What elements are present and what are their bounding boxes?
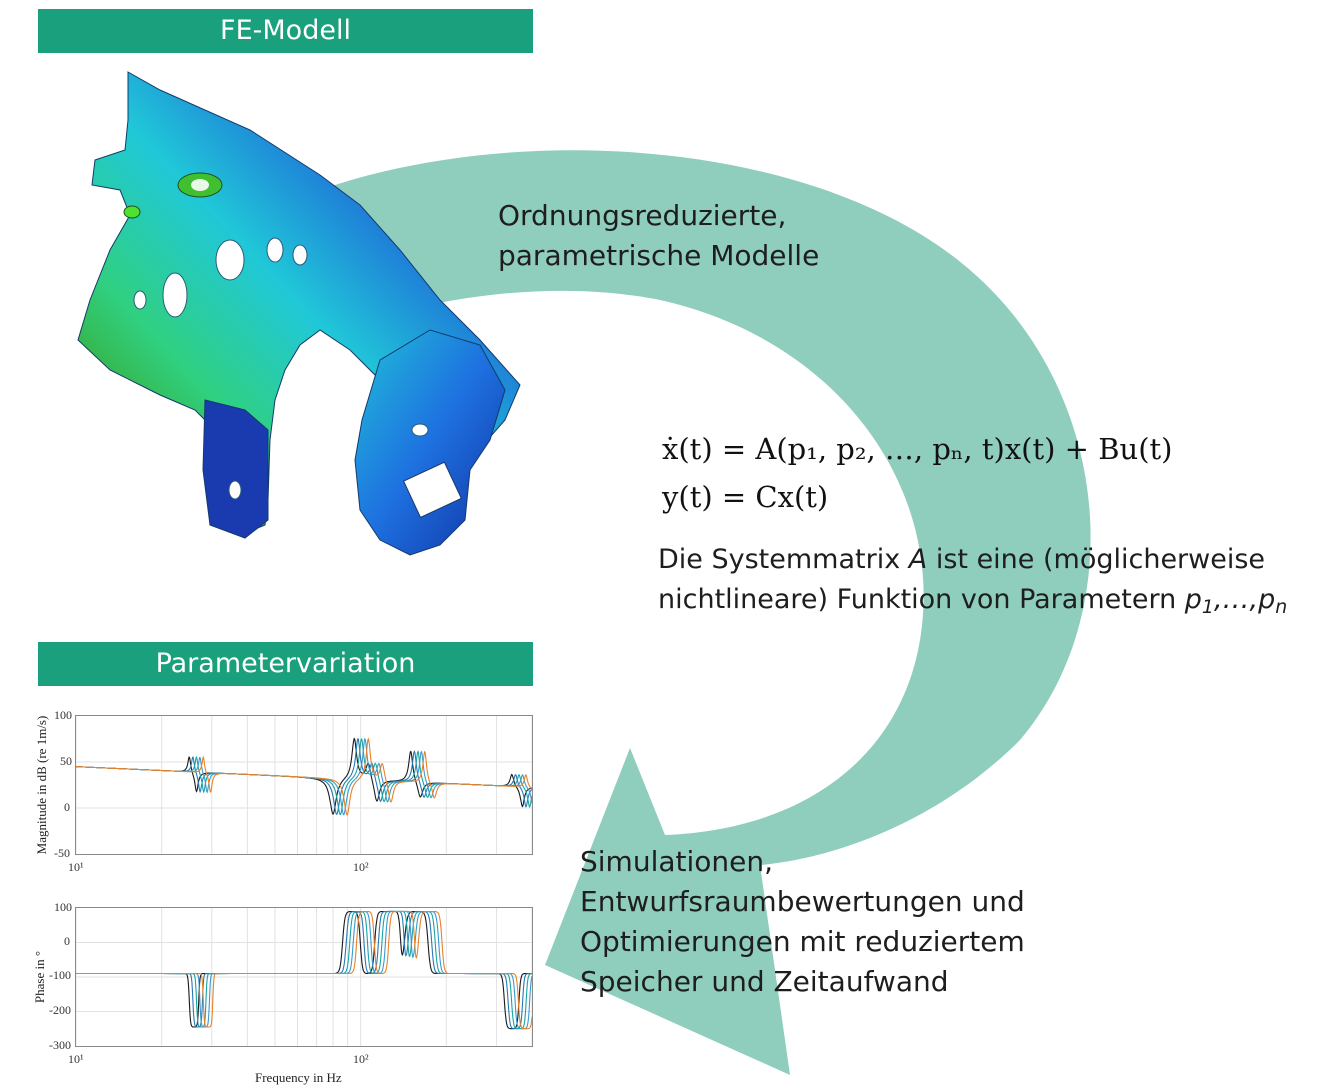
phase-plot-svg xyxy=(75,908,533,1046)
phase-ytick-minus300: -300 xyxy=(49,1038,71,1052)
simulation-label: Simulationen, Entwurfsraumbewertungen un… xyxy=(580,845,1025,998)
series-line-5 xyxy=(76,910,533,1030)
phase-ytick-minus200: -200 xyxy=(49,1003,71,1017)
mag-xtick-100: 10² xyxy=(353,860,369,874)
output-equation: y(t) = Cx(t) xyxy=(662,480,829,514)
phase-ytick-minus100: -100 xyxy=(49,968,71,982)
phase-ytick-100: 100 xyxy=(54,900,72,914)
fe-model-image xyxy=(77,71,521,556)
phase-xtick-10: 10¹ xyxy=(68,1052,84,1066)
phase-ytick-0: 0 xyxy=(64,934,70,948)
phase-xlabel: Frequency in Hz xyxy=(255,1070,342,1085)
series-line-5 xyxy=(76,737,533,817)
mag-ylabel: Magnitude in dB (re 1m/s) xyxy=(34,715,49,855)
phase-plot xyxy=(75,907,533,1047)
mag-ytick-minus50: -50 xyxy=(54,846,70,860)
phase-ylabel: Phase in ° xyxy=(32,950,47,1004)
fe-model-banner: FE-Modell xyxy=(38,9,533,53)
mag-ytick-50: 50 xyxy=(60,754,72,768)
phase-xtick-100: 10² xyxy=(353,1052,369,1066)
magnitude-plot xyxy=(75,715,533,855)
magnitude-plot-svg xyxy=(75,716,533,854)
mag-ytick-0: 0 xyxy=(64,800,70,814)
reduced-models-label: Ordnungsreduzierte, parametrische Modell… xyxy=(498,199,820,272)
parameter-variation-banner: Parametervariation xyxy=(38,642,533,686)
series-line-1 xyxy=(75,737,532,815)
state-equation: ẋ(t) = A(p₁, p₂, …, pₙ, t)x(t) + Bu(t) xyxy=(662,432,1173,466)
system-matrix-description: Die Systemmatrix A ist eine (möglicherwe… xyxy=(658,544,1288,618)
mag-xtick-10: 10¹ xyxy=(68,860,84,874)
process-arrow xyxy=(320,150,1091,1075)
mag-ytick-100: 100 xyxy=(54,708,72,722)
